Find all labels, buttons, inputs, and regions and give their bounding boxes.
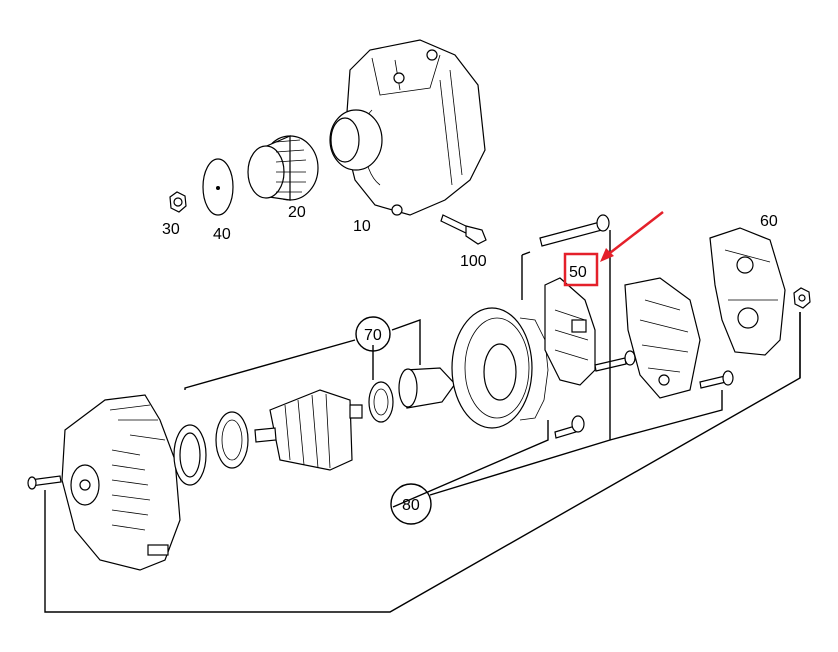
regulator-screw	[594, 350, 636, 372]
rectifier-part	[624, 277, 701, 399]
highlight-arrow	[600, 211, 664, 262]
callout-circle-70	[355, 316, 391, 352]
through-bolt	[539, 214, 610, 247]
leader-lines	[44, 230, 801, 613]
label-70: 70	[364, 327, 382, 344]
label-80: 80	[402, 497, 420, 514]
housing-screw	[27, 475, 62, 490]
cone-bushing	[398, 367, 456, 409]
alternator-assembly	[329, 39, 486, 216]
label-10: 10	[353, 218, 371, 235]
callout-circle-80	[390, 483, 432, 525]
cap-disc-part	[202, 158, 234, 216]
label-30: 30	[162, 221, 180, 238]
bolt-100-part	[440, 214, 487, 245]
rear-cover-part	[709, 227, 786, 356]
cover-nut	[793, 287, 811, 309]
bearing-cover-plate	[215, 411, 249, 469]
label-50: 50	[569, 264, 587, 281]
drive-end-housing	[61, 394, 181, 571]
rotor-part	[254, 389, 363, 471]
stator-part	[451, 307, 549, 429]
label-60: 60	[760, 213, 778, 230]
label-40: 40	[213, 226, 231, 243]
highlight-box-50	[563, 252, 599, 287]
rear-bearing	[368, 381, 394, 423]
front-bearing	[173, 424, 207, 486]
label-20: 20	[288, 204, 306, 221]
pulley-part	[247, 135, 319, 201]
voltage-regulator-part	[544, 277, 596, 386]
label-100: 100	[460, 253, 487, 270]
stator-screw	[554, 415, 585, 439]
rectifier-screw	[699, 370, 734, 389]
nut-part	[169, 191, 187, 213]
